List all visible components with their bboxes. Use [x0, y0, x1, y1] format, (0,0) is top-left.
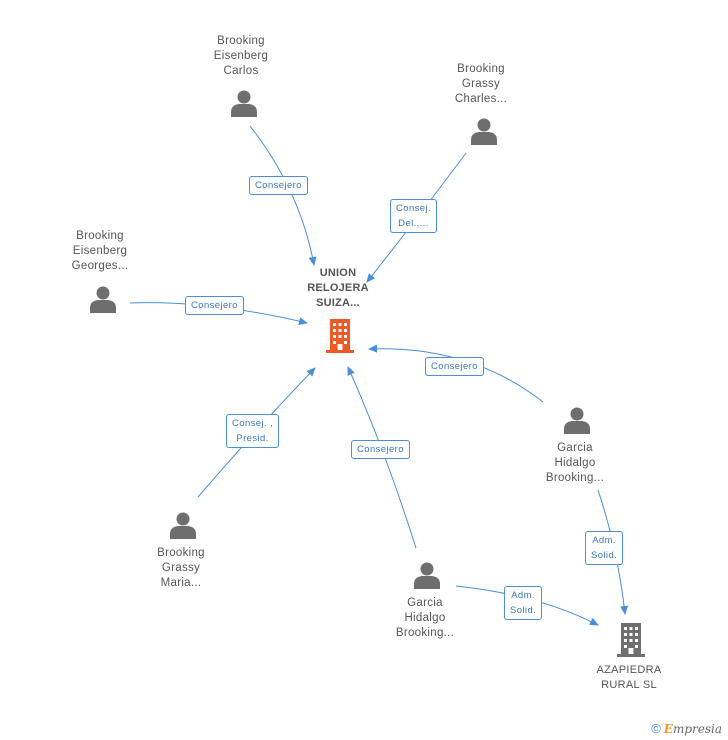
node-label-azapiedra: AZAPIEDRA RURAL SL — [583, 663, 675, 693]
edge-label-text: Consejero — [431, 361, 478, 372]
node-label-line: Maria... — [160, 577, 202, 589]
node-label-line: UNION — [319, 267, 357, 279]
edge-label-text: Adm. — [511, 590, 535, 601]
edge-label-text: Solid. — [591, 550, 618, 561]
edge-label-text: Adm. — [592, 535, 616, 546]
node-label-line: Brooking... — [395, 627, 455, 639]
edge-label-garcia-right-azapiedra[interactable]: Adm. Solid. — [585, 531, 624, 565]
node-label-line: Charles... — [454, 93, 508, 105]
node-label-line: Garcia — [557, 442, 593, 454]
node-label-line: Brooking — [217, 35, 265, 47]
node-label-line: Georges... — [71, 260, 129, 272]
footer-brand[interactable]: ©Empresia — [651, 721, 722, 736]
edge-label-garcia-bottom-union[interactable]: Consejero — [351, 440, 410, 459]
node-label-line: Garcia — [407, 597, 443, 609]
edge-label-maria-union[interactable]: Consej. , Presid. — [226, 414, 280, 448]
edge-line-carlos-union — [249, 125, 317, 266]
edge-label-georges-union[interactable]: Consejero — [185, 296, 244, 315]
node-label-line: Brooking — [157, 547, 205, 559]
edge-label-text: Consejero — [357, 444, 404, 455]
person-icon[interactable] — [229, 88, 259, 118]
node-label-line: Carlos — [223, 65, 259, 77]
node-label-line: SUIZA... — [316, 297, 360, 309]
edge-label-text: Presid. — [236, 433, 269, 444]
node-label-line: Brooking — [76, 230, 124, 242]
building-icon[interactable] — [324, 318, 356, 354]
node-label-brooking-georges: Brooking Eisenberg Georges... — [55, 229, 145, 274]
node-label-line: Brooking — [457, 63, 505, 75]
node-label-line: Eisenberg — [213, 50, 269, 62]
node-label-line: Grassy — [161, 562, 201, 574]
node-label-line: Brooking... — [545, 472, 605, 484]
brand-initial: E — [663, 722, 673, 736]
building-icon[interactable] — [615, 622, 647, 658]
person-icon[interactable] — [168, 510, 198, 540]
node-label-garcia-bottom: Garcia Hidalgo Brooking... — [380, 596, 470, 641]
edge-label-text: Consejero — [191, 300, 238, 311]
edge-label-carlos-union[interactable]: Consejero — [249, 176, 308, 195]
copyright-icon: © — [651, 721, 661, 736]
person-icon[interactable] — [469, 116, 499, 146]
node-label-garcia-right: Garcia Hidalgo Brooking... — [530, 441, 620, 486]
edge-label-text: Consej. — [396, 203, 432, 214]
edge-label-text: Del.,... — [398, 218, 429, 229]
node-label-line: Hidalgo — [404, 612, 446, 624]
edge-label-garcia-right-union[interactable]: Consejero — [425, 357, 484, 376]
node-label-line: Eisenberg — [72, 245, 128, 257]
node-label-brooking-maria: Brooking Grassy Maria... — [136, 546, 226, 591]
edge-label-text: Consejero — [255, 180, 302, 191]
node-label-line: RURAL SL — [601, 679, 657, 691]
edge-label-text: Solid. — [510, 605, 537, 616]
edge-label-garcia-bottom-azapiedra[interactable]: Adm. Solid. — [504, 586, 543, 620]
node-label-line: AZAPIEDRA — [596, 664, 662, 676]
node-label-line: Hidalgo — [554, 457, 596, 469]
node-label-brooking-carlos: Brooking Eisenberg Carlos — [196, 34, 286, 79]
edge-label-charles-union[interactable]: Consej. Del.,... — [390, 199, 438, 233]
edge-label-text: Consej. , — [232, 418, 274, 429]
person-icon[interactable] — [88, 284, 118, 314]
node-label-line: Grassy — [461, 78, 501, 90]
brand-name: mpresia — [672, 722, 722, 736]
node-label-line: RELOJERA — [307, 282, 369, 294]
person-icon[interactable] — [562, 405, 592, 435]
person-icon[interactable] — [412, 560, 442, 590]
node-label-union-relojera: UNION RELOJERA SUIZA... — [292, 266, 384, 311]
node-label-brooking-charles: Brooking Grassy Charles... — [436, 62, 526, 107]
